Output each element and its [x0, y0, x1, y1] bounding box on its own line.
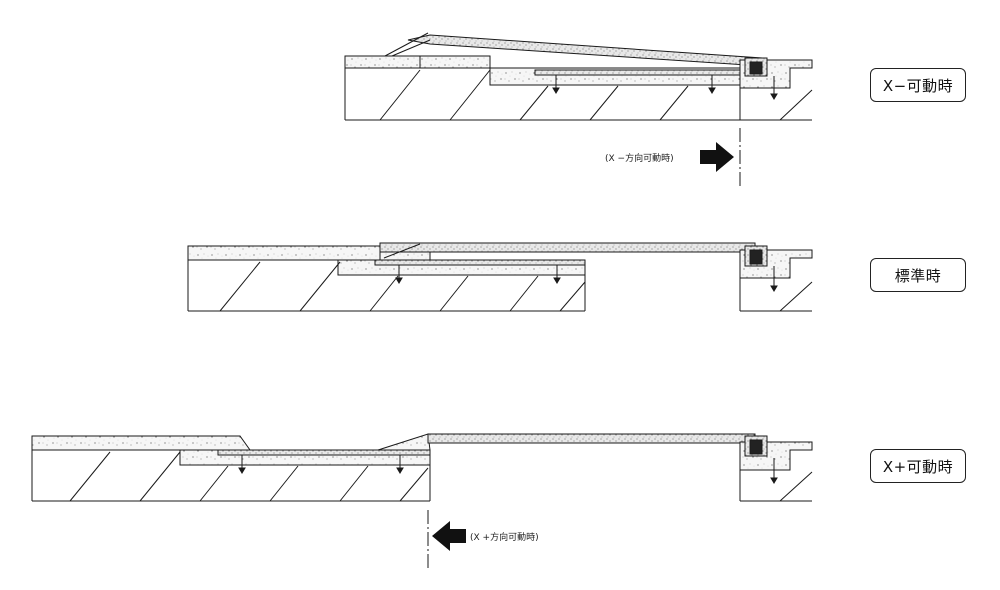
slide-plate [374, 259, 586, 266]
slab-hatch [69, 451, 813, 502]
note-x-plus-direction: (X +方向可動時) [470, 533, 539, 543]
cover-plate-flat [427, 433, 756, 444]
floor-finish-left [31, 435, 251, 451]
slide-plate [217, 449, 431, 456]
note-x-minus-direction: (X −方向可動時) [605, 154, 674, 164]
anchor-bolts [238, 455, 404, 474]
slab-hatch [379, 69, 813, 121]
slab-hatch [219, 261, 813, 312]
floor-finish-left [344, 55, 421, 69]
section-x-minus [344, 32, 813, 188]
section-standard [187, 242, 813, 312]
cover-plate-flat [379, 242, 756, 253]
arrow-right-icon [700, 142, 734, 172]
section-x-plus [31, 433, 813, 568]
anchor-bolts [552, 75, 716, 94]
anchor-bolts [395, 265, 561, 284]
floor-finish-left [187, 245, 381, 261]
state-label-standard: 標準時 [870, 258, 966, 292]
arrow-left-icon [432, 521, 466, 551]
slide-plate [534, 69, 751, 76]
state-label-x-minus: X−可動時 [870, 68, 966, 102]
state-label-x-plus: X+可動時 [870, 449, 966, 483]
